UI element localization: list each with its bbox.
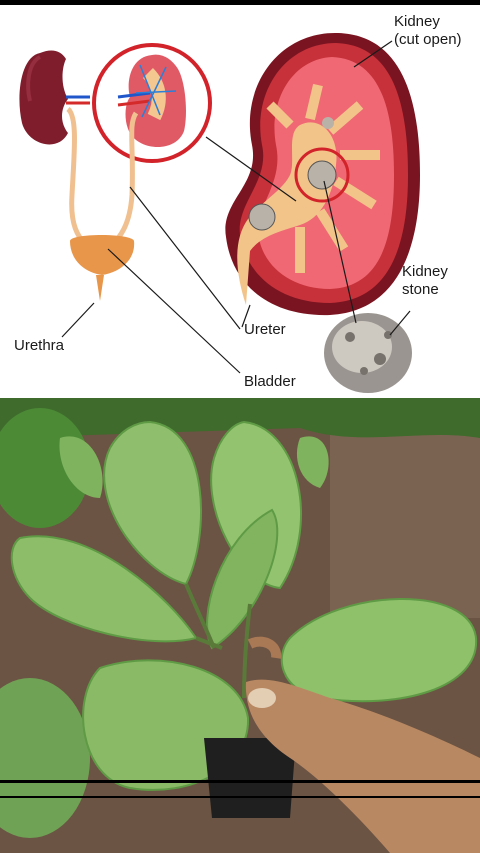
kidney-stone: [324, 313, 412, 393]
kidney-cut-open: [225, 32, 420, 316]
label-kidney-cut-open: Kidney (cut open): [394, 13, 462, 48]
highlight-circle-kidney: [92, 43, 212, 247]
leader-lines: [61, 40, 411, 374]
label-urethra: Urethra: [14, 337, 65, 354]
plant-photo: [0, 398, 480, 853]
plant-illustration: [0, 398, 480, 853]
label-ureter: Ureter: [244, 321, 286, 338]
bladder: [70, 235, 135, 301]
plant-stems: [184, 583, 252, 699]
label-bladder: Bladder: [244, 373, 296, 390]
hand: [245, 636, 480, 853]
diagram-illustration: [19, 32, 420, 393]
label-kidney-stone: Kidney stone: [402, 263, 448, 298]
small-kidney-left: [19, 50, 90, 247]
urinary-diagram: Kidney (cut open) Kidney stone Ureter Ur…: [0, 0, 480, 398]
